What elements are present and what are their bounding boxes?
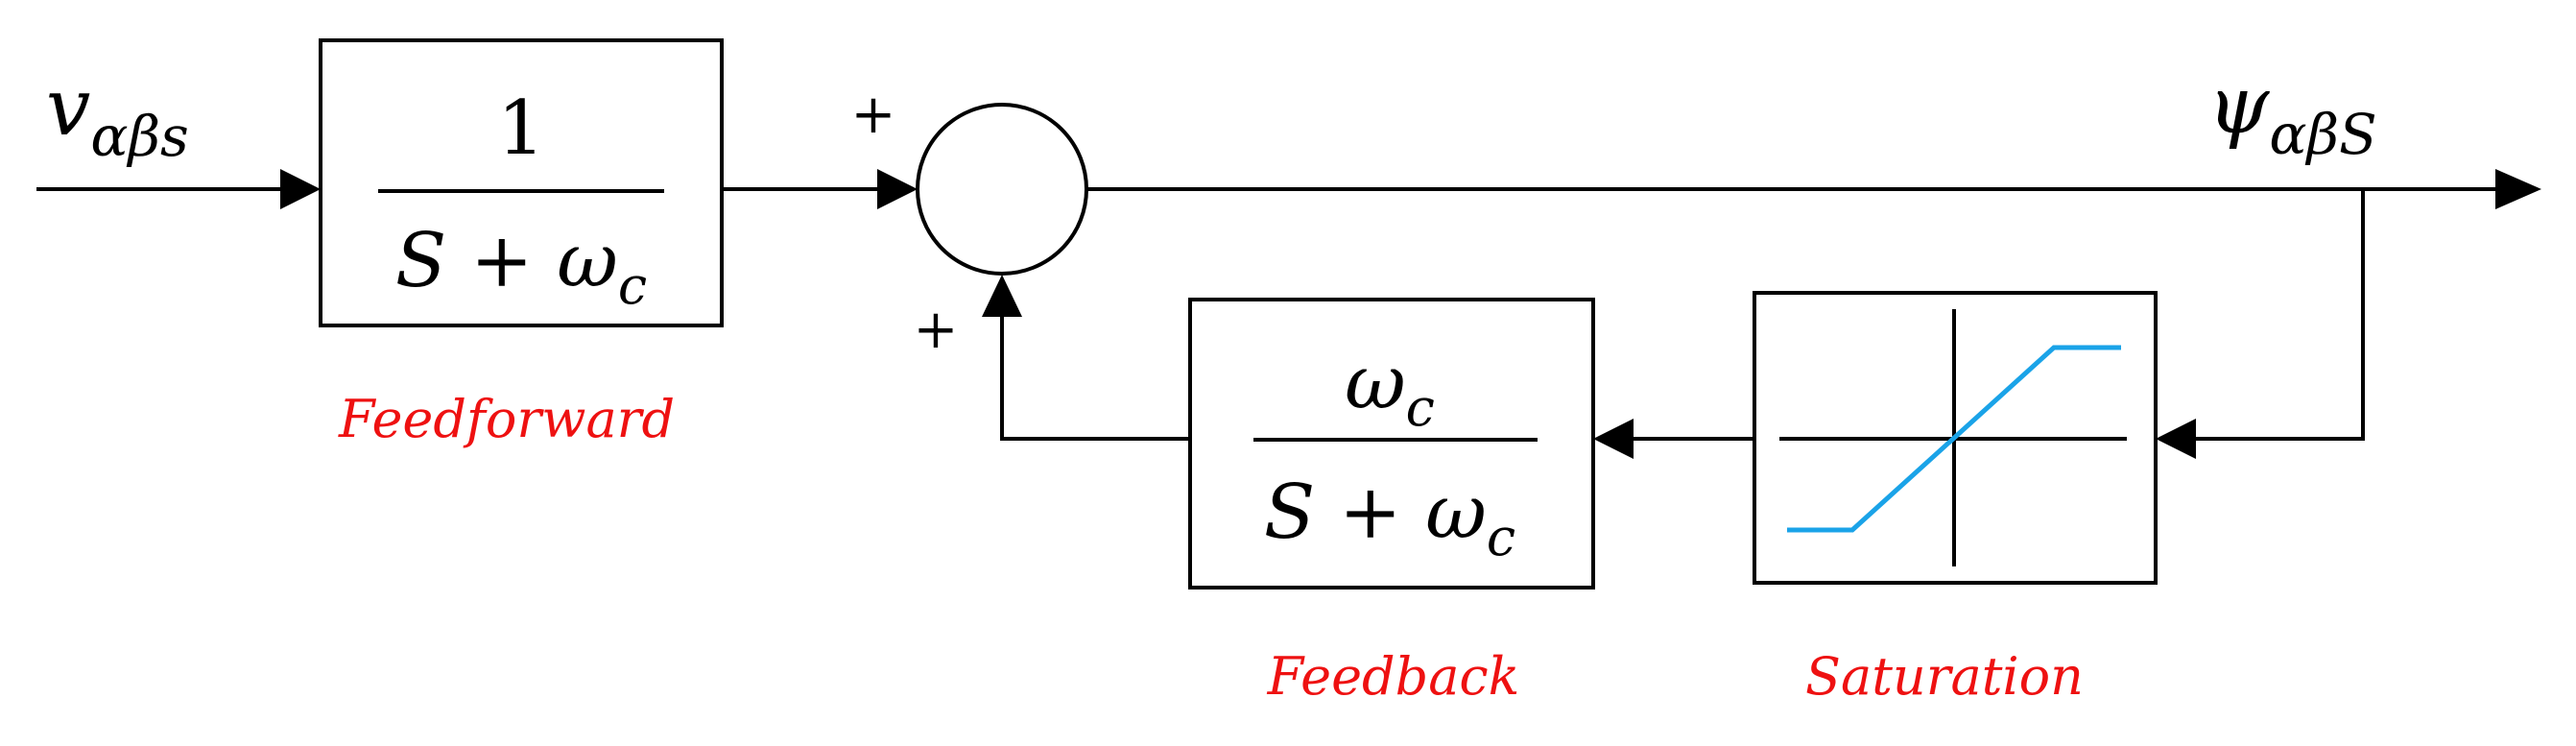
feedback-numerator: ωc (1345, 340, 1435, 438)
input-signal-sub: αβs (90, 104, 188, 169)
feedback-block-input-arrowhead (1593, 419, 1634, 459)
input-signal-main: v (46, 62, 90, 154)
output-signal-sub: αβS (2269, 102, 2376, 167)
feedback-block (1188, 298, 1595, 590)
feedback-numerator-sub: c (1406, 377, 1435, 438)
feedback-tap-line (2192, 189, 2365, 441)
feedforward-denominator-sub: c (618, 255, 647, 316)
summing-junction (916, 103, 1088, 276)
feedforward-denominator-main: S + ω (395, 218, 618, 304)
output-signal-label: ψαβS (2207, 60, 2377, 167)
feedback-denominator-main: S + ω (1264, 469, 1487, 556)
feedforward-denominator: S + ωc (395, 218, 647, 316)
sum-feedback-arrowhead (982, 275, 1022, 317)
feedforward-block (319, 38, 724, 327)
input-arrowhead (280, 169, 321, 209)
input-signal-label: vαβs (46, 62, 189, 169)
feedback-denominator-sub: c (1487, 507, 1515, 567)
feedback-denominator: S + ωc (1264, 469, 1515, 567)
output-arrowhead (2495, 169, 2541, 209)
saturation-curve (1787, 345, 2121, 533)
sum-bottom-sign: + (914, 299, 959, 361)
output-signal-main: ψ (2207, 60, 2270, 152)
feedback-label: Feedback (1267, 646, 1520, 707)
sum-input-arrowhead (877, 169, 918, 209)
feedforward-label: Feedforward (338, 389, 675, 449)
saturation-input-arrowhead (2156, 419, 2196, 459)
feedforward-numerator: 1 (497, 85, 545, 172)
feedback-return-line (1000, 317, 1190, 441)
sum-top-sign: + (851, 84, 896, 146)
saturation-label: Saturation (1805, 646, 2084, 707)
feedback-numerator-main: ω (1345, 340, 1406, 426)
